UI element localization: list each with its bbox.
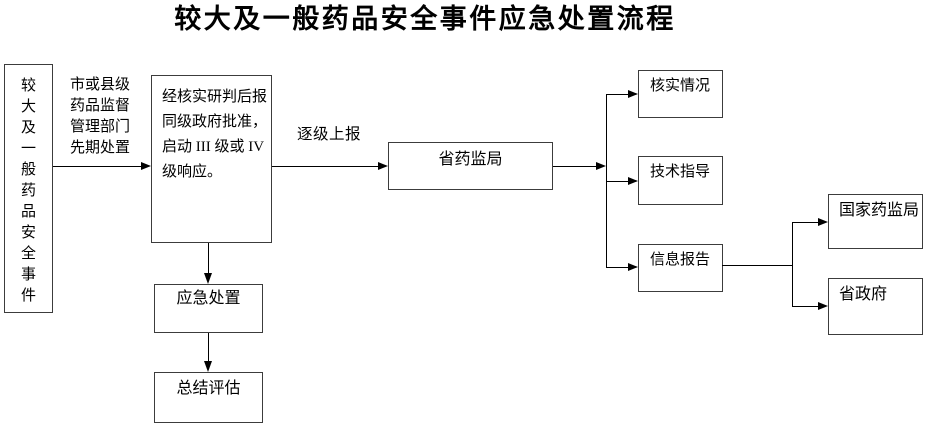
connector-incident-process — [53, 166, 141, 167]
verify-situation-box: 核实情况 — [638, 70, 723, 118]
verify-approve-line-1: 经核实研判后报 — [162, 89, 268, 105]
connector-provincial-admin-trunk — [553, 166, 596, 167]
connector-junction-trunk — [792, 222, 793, 307]
provincial-government-box: 省政府 — [828, 278, 923, 335]
connector-process-provincial-admin — [272, 166, 378, 167]
national-drug-admin-box: 国家药监局 — [828, 194, 923, 249]
incident-box: 较大及一般药品安全事件 — [4, 64, 53, 313]
technical-guidance-box: 技术指导 — [638, 156, 723, 205]
connector-process-emergency — [208, 243, 209, 273]
verify-approve-box: 经核实研判后报 同级政府批准， 启动 III 级或 IV 级响应。 — [151, 75, 272, 243]
escalate-report-label: 逐级上报 — [297, 126, 362, 143]
national-drug-admin-label: 国家药监局 — [839, 202, 920, 219]
provincial-drug-admin-label: 省药监局 — [438, 151, 503, 168]
arrowhead-junction-national — [818, 218, 828, 226]
connector-report-junction — [722, 265, 793, 266]
technical-guidance-label: 技术指导 — [650, 164, 711, 180]
connector-junction-provgov — [792, 306, 818, 307]
provincial-drug-admin-box: 省药监局 — [388, 142, 553, 190]
connector-junction-national — [792, 222, 818, 223]
initial-handling-label: 市或县级 药品监督 管理部门 先期处置 — [70, 77, 131, 156]
verify-approve-line-4: 级响应。 — [162, 164, 223, 180]
verify-approve-line-3: 启动 III 级或 IV — [162, 139, 265, 155]
connector-trunk-report — [606, 267, 628, 268]
arrowhead-provincial-admin-trunk — [596, 162, 606, 170]
connector-trunk-guidance — [606, 181, 628, 182]
verify-approve-line-2: 同级政府批准， — [162, 114, 268, 130]
connector-emergency-summary — [208, 333, 209, 361]
provincial-government-label: 省政府 — [839, 286, 888, 303]
arrowhead-junction-provgov — [818, 302, 828, 310]
info-report-label: 信息报告 — [650, 252, 711, 268]
emergency-response-label: 应急处置 — [176, 290, 241, 307]
emergency-response-box: 应急处置 — [154, 284, 263, 333]
verify-situation-label: 核实情况 — [650, 78, 711, 94]
arrowhead-trunk-guidance — [628, 177, 638, 185]
arrowhead-process-provincial-admin — [378, 162, 388, 170]
page-title: 较大及一般药品安全事件应急处置流程 — [174, 4, 676, 34]
info-report-box: 信息报告 — [638, 244, 723, 292]
incident-label: 较大及一般药品安全事件 — [20, 78, 36, 304]
arrowhead-process-emergency — [204, 273, 212, 284]
summary-evaluation-box: 总结评估 — [154, 372, 263, 423]
arrowhead-incident-process — [141, 162, 151, 170]
arrowhead-emergency-summary — [204, 361, 212, 372]
arrowhead-trunk-report — [628, 263, 638, 271]
arrowhead-trunk-verify — [628, 90, 638, 98]
connector-trunk-verify — [606, 94, 628, 95]
summary-evaluation-label: 总结评估 — [176, 380, 241, 397]
